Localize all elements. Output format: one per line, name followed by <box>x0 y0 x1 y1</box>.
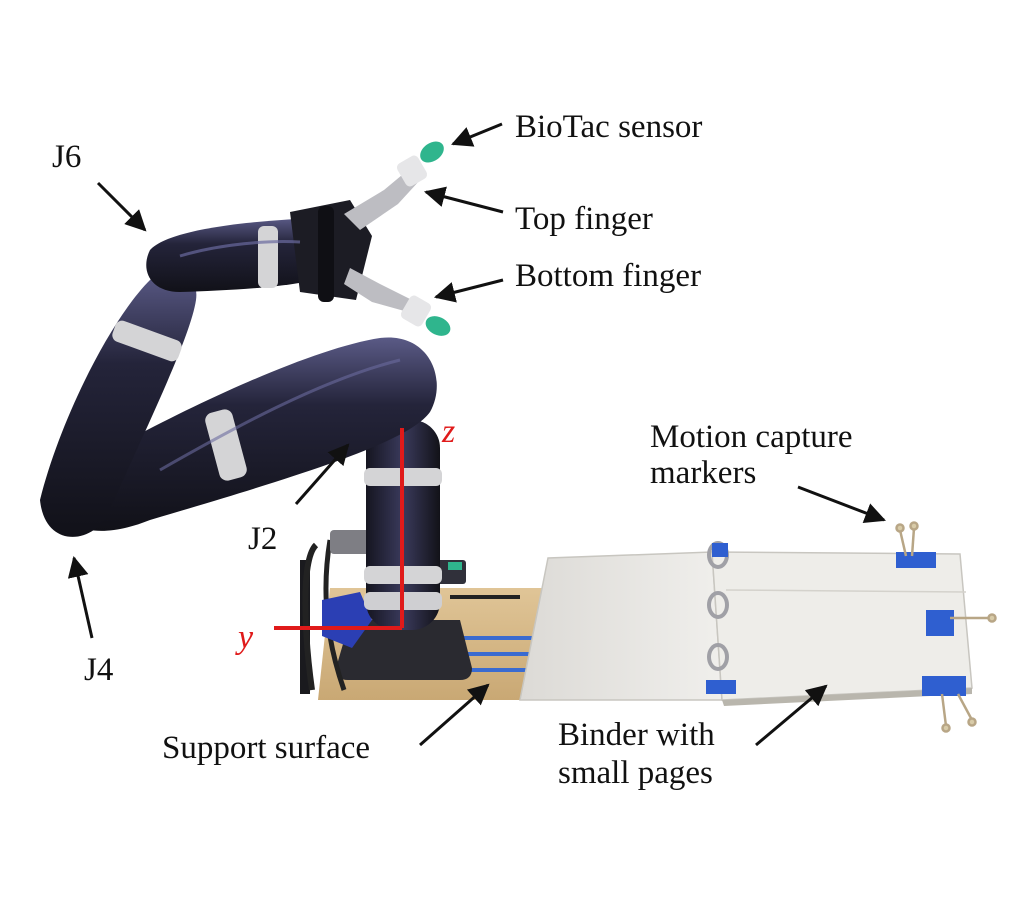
binder <box>519 541 973 706</box>
blue-tape <box>706 543 966 696</box>
label-binder-line1: Binder with <box>558 717 715 753</box>
label-mocap-line2: markers <box>650 455 756 491</box>
label-j6: J6 <box>52 139 81 175</box>
label-support-surface: Support surface <box>162 730 370 766</box>
arrow-j2 <box>294 443 350 505</box>
label-j2: J2 <box>248 521 277 557</box>
arrow-binder <box>755 684 828 747</box>
label-top-finger: Top finger <box>515 201 653 237</box>
coordinate-frame: z y <box>235 413 455 656</box>
arrow-mocap <box>797 485 886 524</box>
label-binder-line2: small pages <box>558 755 713 791</box>
arrow-j4 <box>67 555 94 639</box>
z-axis-label: z <box>441 413 455 450</box>
arrow-j6 <box>96 181 147 232</box>
label-mocap-line1: Motion capture <box>650 419 853 455</box>
labels: BioTac sensor Top finger Bottom finger J… <box>52 109 853 791</box>
label-j4: J4 <box>84 652 113 688</box>
arrow-top-finger <box>423 186 504 214</box>
y-axis-label: y <box>235 619 254 656</box>
arrow-biotac <box>451 122 503 147</box>
arrow-support <box>419 683 490 747</box>
label-biotac-sensor: BioTac sensor <box>515 109 702 145</box>
arrow-bottom-finger <box>433 278 504 303</box>
callout-arrows <box>67 122 886 747</box>
label-bottom-finger: Bottom finger <box>515 258 701 294</box>
motion-capture-markers <box>895 521 997 733</box>
robot-arm <box>40 141 451 630</box>
